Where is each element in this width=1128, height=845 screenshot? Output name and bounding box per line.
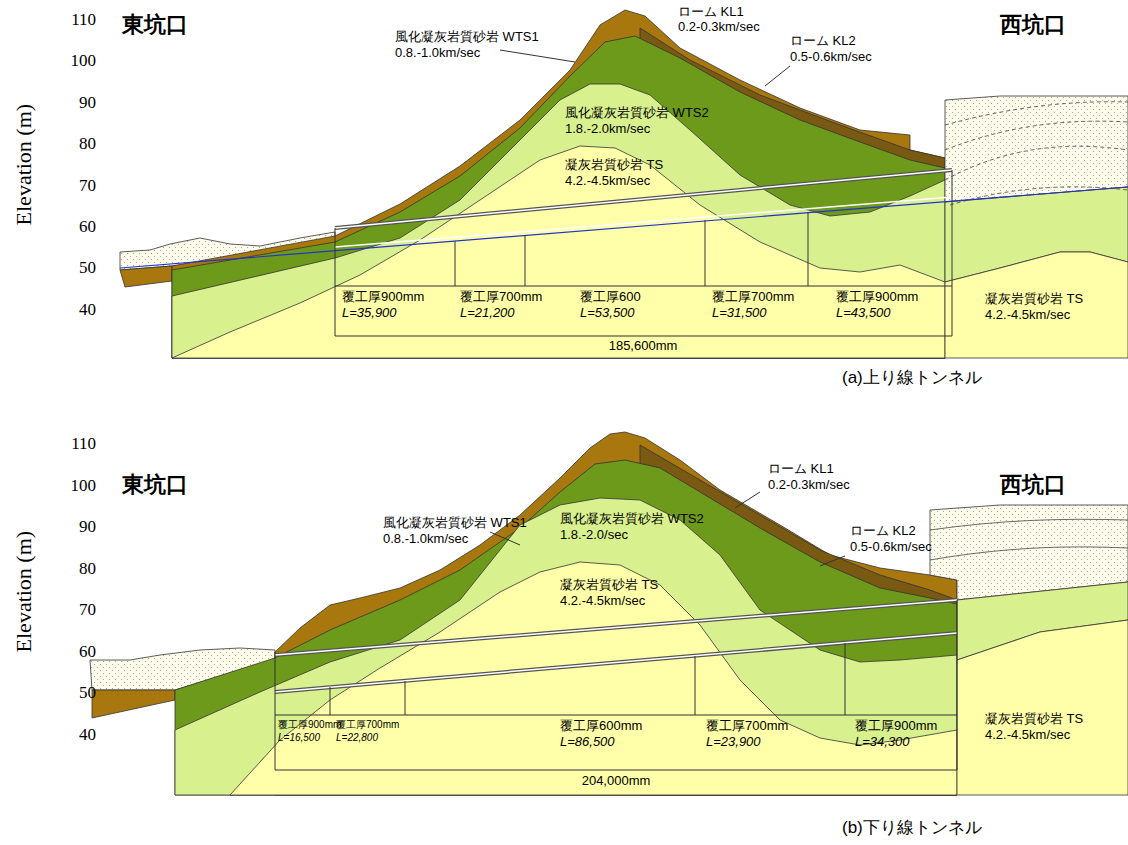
- axis-label: 90: [79, 517, 96, 537]
- section-label: 覆工厚700mm: [336, 719, 399, 731]
- section-label: 0.2-0.3km/sec: [678, 20, 760, 35]
- axis-label: 80: [79, 559, 96, 579]
- section-label: L=22,800: [336, 732, 378, 744]
- section-label: L=35,900: [342, 306, 397, 321]
- section-label: 凝灰岩質砂岩 TS: [560, 578, 658, 593]
- section-label: 185,600mm: [609, 339, 678, 354]
- section-label: ローム KL2: [850, 524, 916, 539]
- section-label: 0.8.-1.0km/sec: [383, 532, 468, 547]
- axis-label: 100: [71, 476, 97, 496]
- axis-label: 60: [79, 642, 96, 662]
- section-label: L=43,500: [836, 306, 891, 321]
- section-label: 風化凝灰岩質砂岩 WTS2: [565, 106, 709, 121]
- axis-label: 90: [79, 93, 96, 113]
- section-label: 凝灰岩質砂岩 TS: [985, 292, 1083, 307]
- section-label: L=86,500: [560, 735, 615, 750]
- section-label: 覆工厚600mm: [560, 719, 642, 734]
- axis-label: 60: [79, 217, 96, 237]
- section-label: 覆工厚900mm: [278, 719, 341, 731]
- section-label: 204,000mm: [582, 774, 651, 789]
- axis-label: 110: [71, 434, 96, 454]
- section-label: 4.2.-4.5km/sec: [985, 308, 1070, 323]
- section-label: L=23,900: [706, 735, 761, 750]
- section-label: 0.8.-1.0km/sec: [395, 46, 480, 61]
- portal-label: 東坑口: [122, 472, 188, 497]
- section-label: L=53,500: [580, 306, 635, 321]
- section-label: 1.8.-2.0km/sec: [565, 122, 650, 137]
- section-label: 覆工厚900mm: [855, 719, 937, 734]
- axis-label: 40: [79, 300, 96, 320]
- axis-label: Elevation (m): [11, 104, 36, 226]
- section-label: 覆工厚900mm: [836, 290, 918, 305]
- axis-label: 110: [71, 10, 96, 30]
- axis-label: 50: [79, 258, 96, 278]
- section-label: 1.8.-2.0/sec: [560, 528, 628, 543]
- section-label: L=21,200: [460, 306, 515, 321]
- section-label: 風化凝灰岩質砂岩 WTS1: [395, 30, 539, 45]
- section-label: 4.2.-4.5km/sec: [985, 728, 1070, 743]
- section-label: 0.2-0.3km/sec: [768, 478, 850, 493]
- portal-label: 西坑口: [1000, 12, 1066, 37]
- section-label: 0.5-0.6km/sec: [850, 540, 932, 555]
- axis-label: 70: [79, 176, 96, 196]
- axis-label: 50: [79, 683, 96, 703]
- axis-label: 70: [79, 600, 96, 620]
- portal-label: 東坑口: [122, 12, 188, 37]
- section-label: 風化凝灰岩質砂岩 WTS2: [560, 512, 704, 527]
- section-label: 覆工厚700mm: [706, 719, 788, 734]
- axis-label: Elevation (m): [11, 531, 36, 653]
- section-label: (b)下り線トンネル: [842, 818, 982, 838]
- section-label: 凝灰岩質砂岩 TS: [565, 158, 663, 173]
- section-label: 覆工厚700mm: [712, 290, 794, 305]
- section-label: 覆工厚700mm: [460, 290, 542, 305]
- section-label: 覆工厚900mm: [342, 290, 424, 305]
- section-label: 覆工厚600: [580, 290, 641, 305]
- section-label: 凝灰岩質砂岩 TS: [985, 712, 1083, 727]
- axis-label: 80: [79, 134, 96, 154]
- section-label: L=31,500: [712, 306, 767, 321]
- section-label: 風化凝灰岩質砂岩 WTS1: [383, 516, 527, 531]
- axis-label: 40: [79, 725, 96, 745]
- axis-label: 100: [71, 51, 97, 71]
- section-label: 4.2.-4.5km/sec: [560, 594, 645, 609]
- section-label: (a)上り線トンネル: [842, 368, 982, 388]
- section-label: 0.5-0.6km/sec: [790, 50, 872, 65]
- section-label: L=16,500: [278, 732, 320, 744]
- section-label: ローム KL2: [790, 34, 856, 49]
- section-label: ローム KL1: [768, 462, 834, 477]
- section-label: L=34,300: [855, 735, 910, 750]
- section-label: 4.2.-4.5km/sec: [565, 174, 650, 189]
- portal-label: 西坑口: [1000, 472, 1066, 497]
- section-label: ローム KL1: [678, 5, 744, 20]
